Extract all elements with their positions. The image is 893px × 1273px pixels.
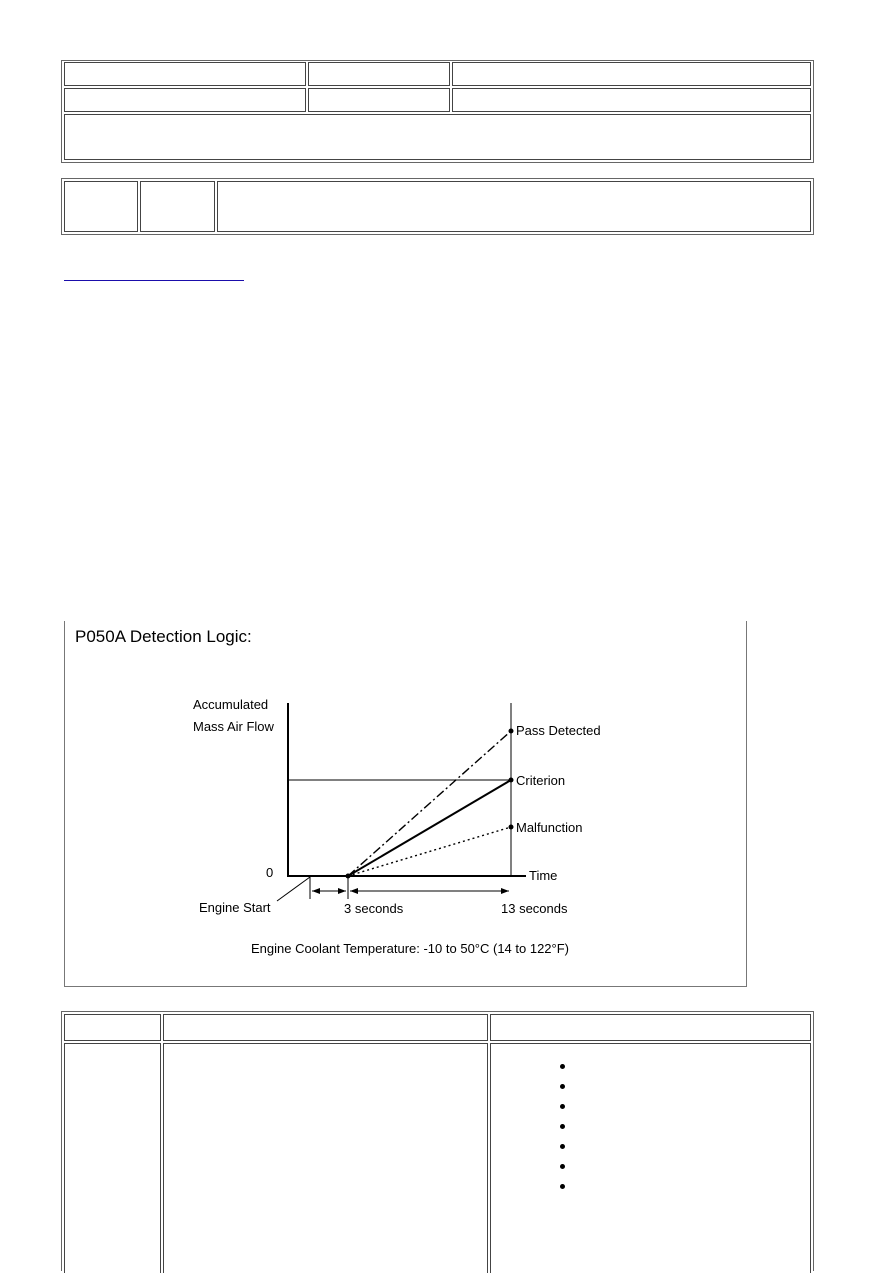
- hyperlink[interactable]: [64, 266, 244, 281]
- info-cell-2: [140, 181, 215, 232]
- criterion-slope-line: [347, 779, 512, 877]
- criterion-label: Criterion: [516, 773, 565, 788]
- arrowhead-right-2: [501, 888, 509, 894]
- bullet-5: [560, 1144, 565, 1149]
- malfunction-point: [508, 824, 514, 830]
- bottom-cell-1: [64, 1043, 161, 1273]
- origin-point: [345, 873, 351, 879]
- header-cell-1-3: [452, 62, 811, 86]
- header-cell-2-3: [452, 88, 811, 112]
- criterion-point: [508, 777, 514, 783]
- detection-logic-figure: P050A Detection Logic: Accumulated: [64, 621, 747, 987]
- bottom-cell-2: [163, 1043, 488, 1273]
- bottom-header-1: [64, 1014, 161, 1041]
- engine-start-label: Engine Start: [199, 900, 271, 915]
- bottom-cell-3: [490, 1043, 811, 1273]
- header-cell-3: [64, 114, 811, 160]
- malfunction-label: Malfunction: [516, 820, 582, 835]
- malfunction-line: [347, 826, 512, 877]
- info-table: [61, 178, 814, 235]
- pass-label: Pass Detected: [516, 723, 601, 738]
- bottom-header-2: [163, 1014, 488, 1041]
- header-cell-1-2: [308, 62, 450, 86]
- figure-footnote: Engine Coolant Temperature: -10 to 50°C …: [251, 941, 569, 956]
- figure-title: P050A Detection Logic:: [75, 627, 252, 646]
- time-label: Time: [529, 868, 557, 883]
- header-cell-1-1: [64, 62, 306, 86]
- pass-detected-line: [347, 730, 512, 877]
- y-label-2: Mass Air Flow: [193, 719, 275, 734]
- three-seconds-label: 3 seconds: [344, 901, 404, 916]
- bullet-3: [560, 1104, 565, 1109]
- bullet-1: [560, 1064, 565, 1069]
- header-cell-2-2: [308, 88, 450, 112]
- pass-point: [508, 728, 514, 734]
- info-cell-1: [64, 181, 138, 232]
- bottom-header-3: [490, 1014, 811, 1041]
- engine-start-leader: [276, 876, 311, 902]
- zero-label: 0: [266, 865, 273, 880]
- bullet-6: [560, 1164, 565, 1169]
- bullet-7: [560, 1184, 565, 1189]
- detection-logic-diagram: Accumulated Mass Air Flow 0 Time Engine …: [193, 697, 601, 956]
- header-cell-2-1: [64, 88, 306, 112]
- info-cell-3: [217, 181, 811, 232]
- header-table: [61, 60, 814, 163]
- bullet-4: [560, 1124, 565, 1129]
- arrowhead-left-2: [350, 888, 358, 894]
- arrowhead-right-1: [338, 888, 346, 894]
- thirteen-seconds-label: 13 seconds: [501, 901, 568, 916]
- arrowhead-left-1: [312, 888, 320, 894]
- bottom-table: [61, 1011, 814, 1271]
- bullet-2: [560, 1084, 565, 1089]
- y-label-1: Accumulated: [193, 697, 268, 712]
